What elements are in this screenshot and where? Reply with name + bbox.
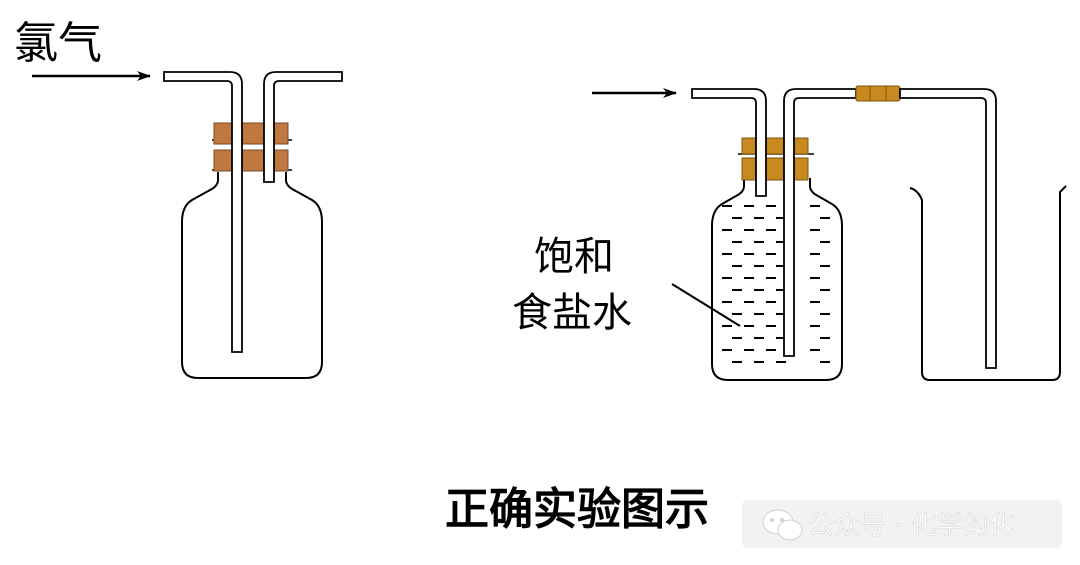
solution-label-line2: 食盐水	[512, 290, 632, 336]
rubber-connector	[855, 85, 901, 102]
beaker	[909, 185, 1067, 381]
stopper-right-upper	[741, 137, 809, 155]
inlet-tube-right	[691, 88, 767, 197]
stopper-left-upper	[213, 122, 289, 145]
stopper-right-lower	[741, 157, 809, 181]
gas-washing-bottle-left	[181, 172, 323, 379]
stopper-left-lower	[213, 149, 289, 172]
inlet-tube-left	[163, 71, 243, 353]
diagram-caption: 正确实验图示	[445, 484, 709, 535]
watermark-text: 公众号 · 化学的化	[808, 511, 1015, 541]
wechat-icon	[762, 509, 803, 541]
delivery-tube	[899, 88, 997, 369]
solution-label-line1: 饱和	[534, 234, 614, 280]
gas-washing-bottle-right	[711, 178, 843, 381]
watermark: 公众号 · 化学的化	[742, 500, 1062, 548]
saturated-brine-liquid	[722, 205, 830, 363]
right-apparatus: 饱和 食盐水	[512, 85, 1067, 381]
label-leader-line	[671, 283, 741, 327]
left-apparatus: 氯气	[14, 18, 343, 379]
gas-label: 氯气	[14, 18, 102, 69]
outlet-tube-left	[263, 71, 343, 183]
